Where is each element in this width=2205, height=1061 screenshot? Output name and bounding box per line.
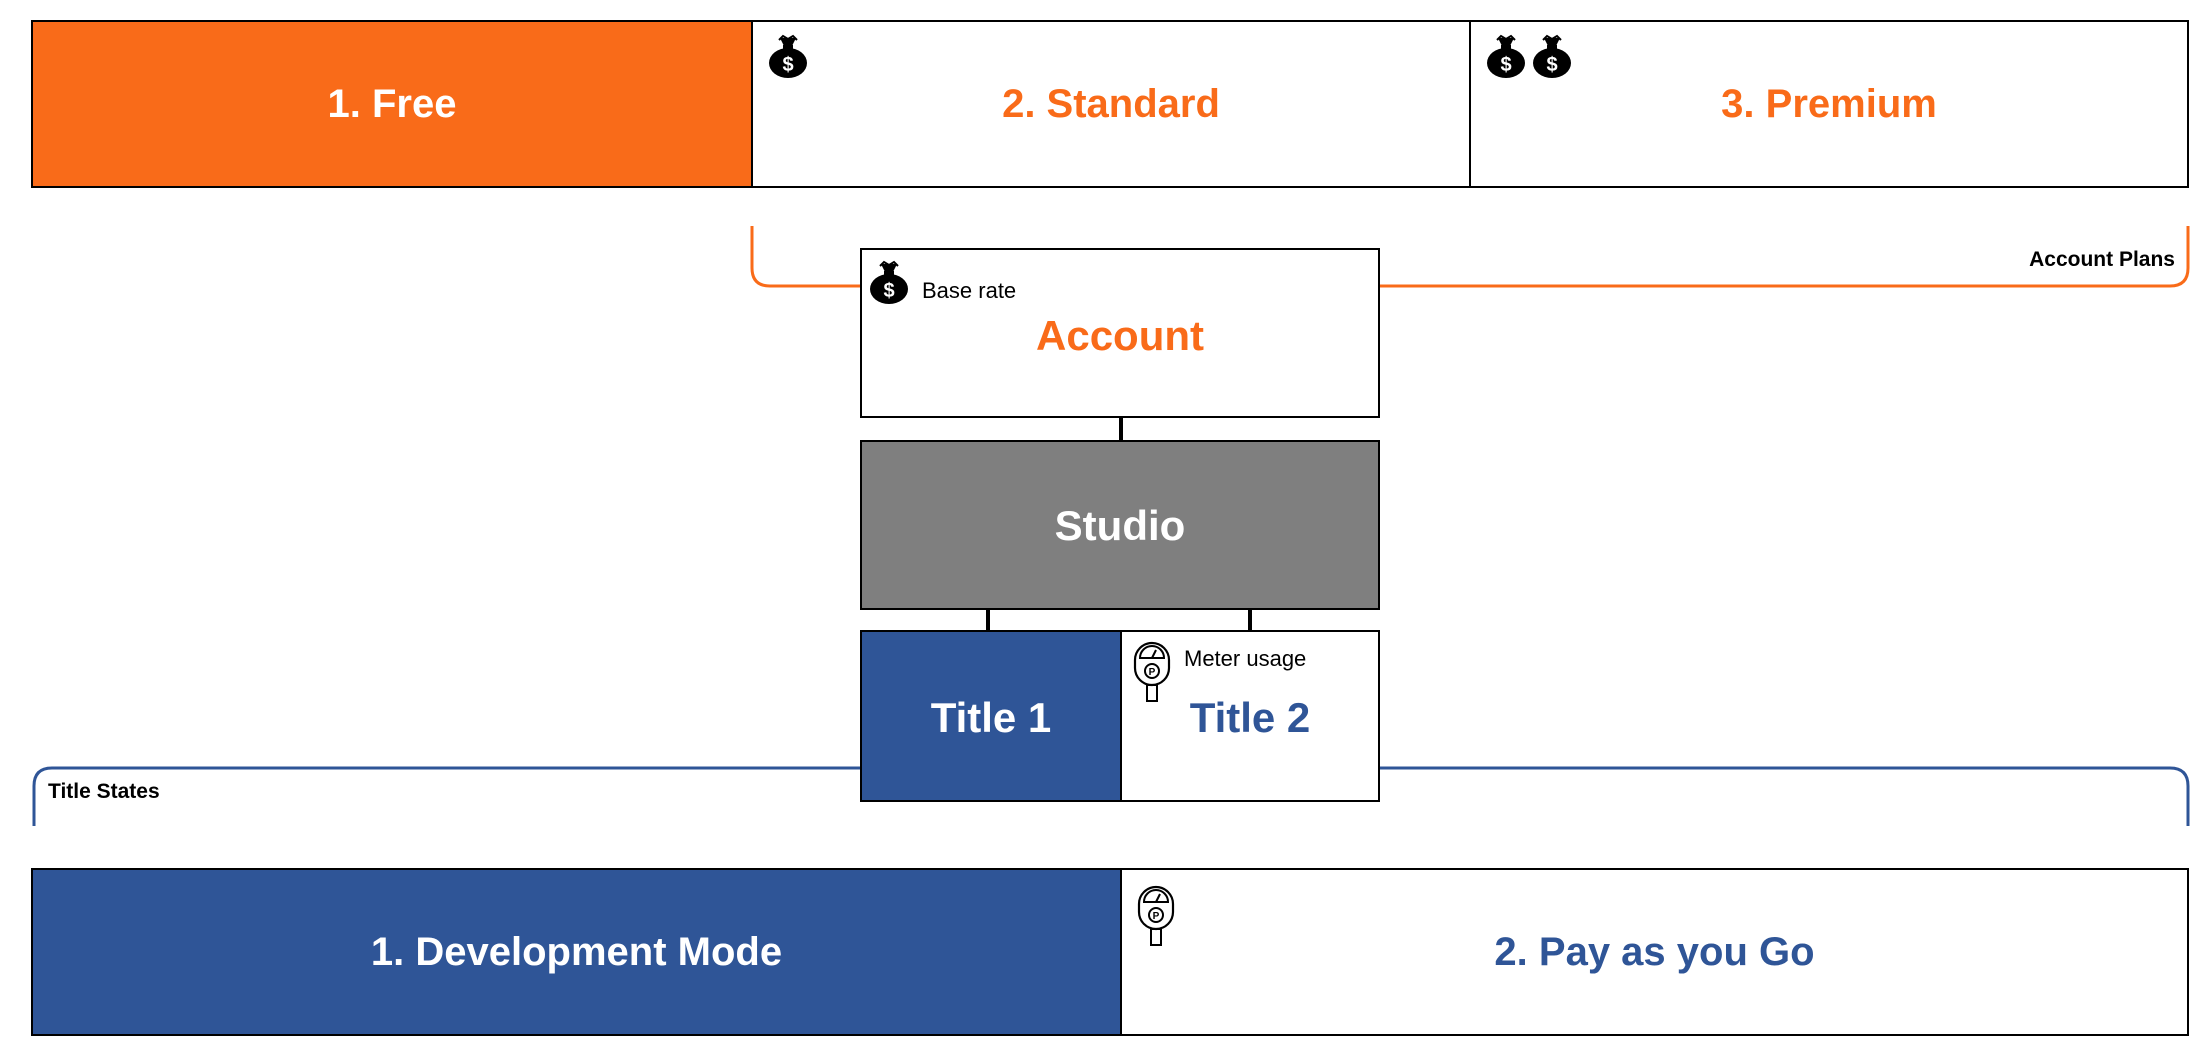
studio-title: Studio [1054, 502, 1186, 549]
plan-free-label: 1. Free [327, 82, 457, 126]
state-payg-label: 2. Pay as you Go [1494, 930, 1815, 974]
account-plans-label: Account Plans [2023, 248, 2175, 272]
plan-free-box: 1. Free [31, 20, 753, 188]
plan-standard-box: $ 2. Standard [751, 20, 1471, 188]
studio-box: Studio [860, 440, 1380, 610]
title1-label: Title 1 [930, 694, 1052, 741]
account-box: $ Base rate Account [860, 248, 1380, 418]
parking-meter-icon: P [1136, 884, 1176, 948]
money-bag-icon: $ [868, 260, 910, 304]
title2-box: P Meter usage Title 2 [1120, 630, 1380, 802]
state-development-box: 1. Development Mode [31, 868, 1122, 1036]
account-title: Account [1036, 312, 1204, 359]
plan-standard-label: 2. Standard [1002, 82, 1220, 126]
money-bag-icon: $ [1485, 34, 1527, 78]
svg-text:P: P [1149, 667, 1156, 678]
svg-text:$: $ [1546, 54, 1557, 76]
connector-studio-title2 [1248, 610, 1252, 632]
connector-account-studio [1119, 418, 1123, 442]
connector-studio-title1 [986, 610, 990, 632]
parking-meter-icon: P [1132, 640, 1172, 704]
state-development-label: 1. Development Mode [370, 930, 783, 974]
plan-premium-box: $ $ 3. Premium [1469, 20, 2189, 188]
money-bag-icon: $ [1531, 34, 1573, 78]
title2-label: Title 2 [1189, 694, 1311, 741]
money-bag-icon: $ [767, 34, 809, 78]
title2-note: Meter usage [1184, 646, 1307, 671]
account-note: Base rate [922, 278, 1017, 303]
account-plans-bracket [750, 226, 2190, 288]
title1-box: Title 1 [860, 630, 1122, 802]
svg-text:$: $ [883, 280, 894, 302]
svg-text:$: $ [782, 54, 793, 76]
title-states-label: Title States [48, 780, 160, 803]
state-payg-box: P 2. Pay as you Go [1120, 868, 2189, 1036]
svg-text:$: $ [1500, 54, 1511, 76]
svg-text:P: P [1153, 911, 1160, 922]
plan-premium-label: 3. Premium [1721, 82, 1937, 126]
